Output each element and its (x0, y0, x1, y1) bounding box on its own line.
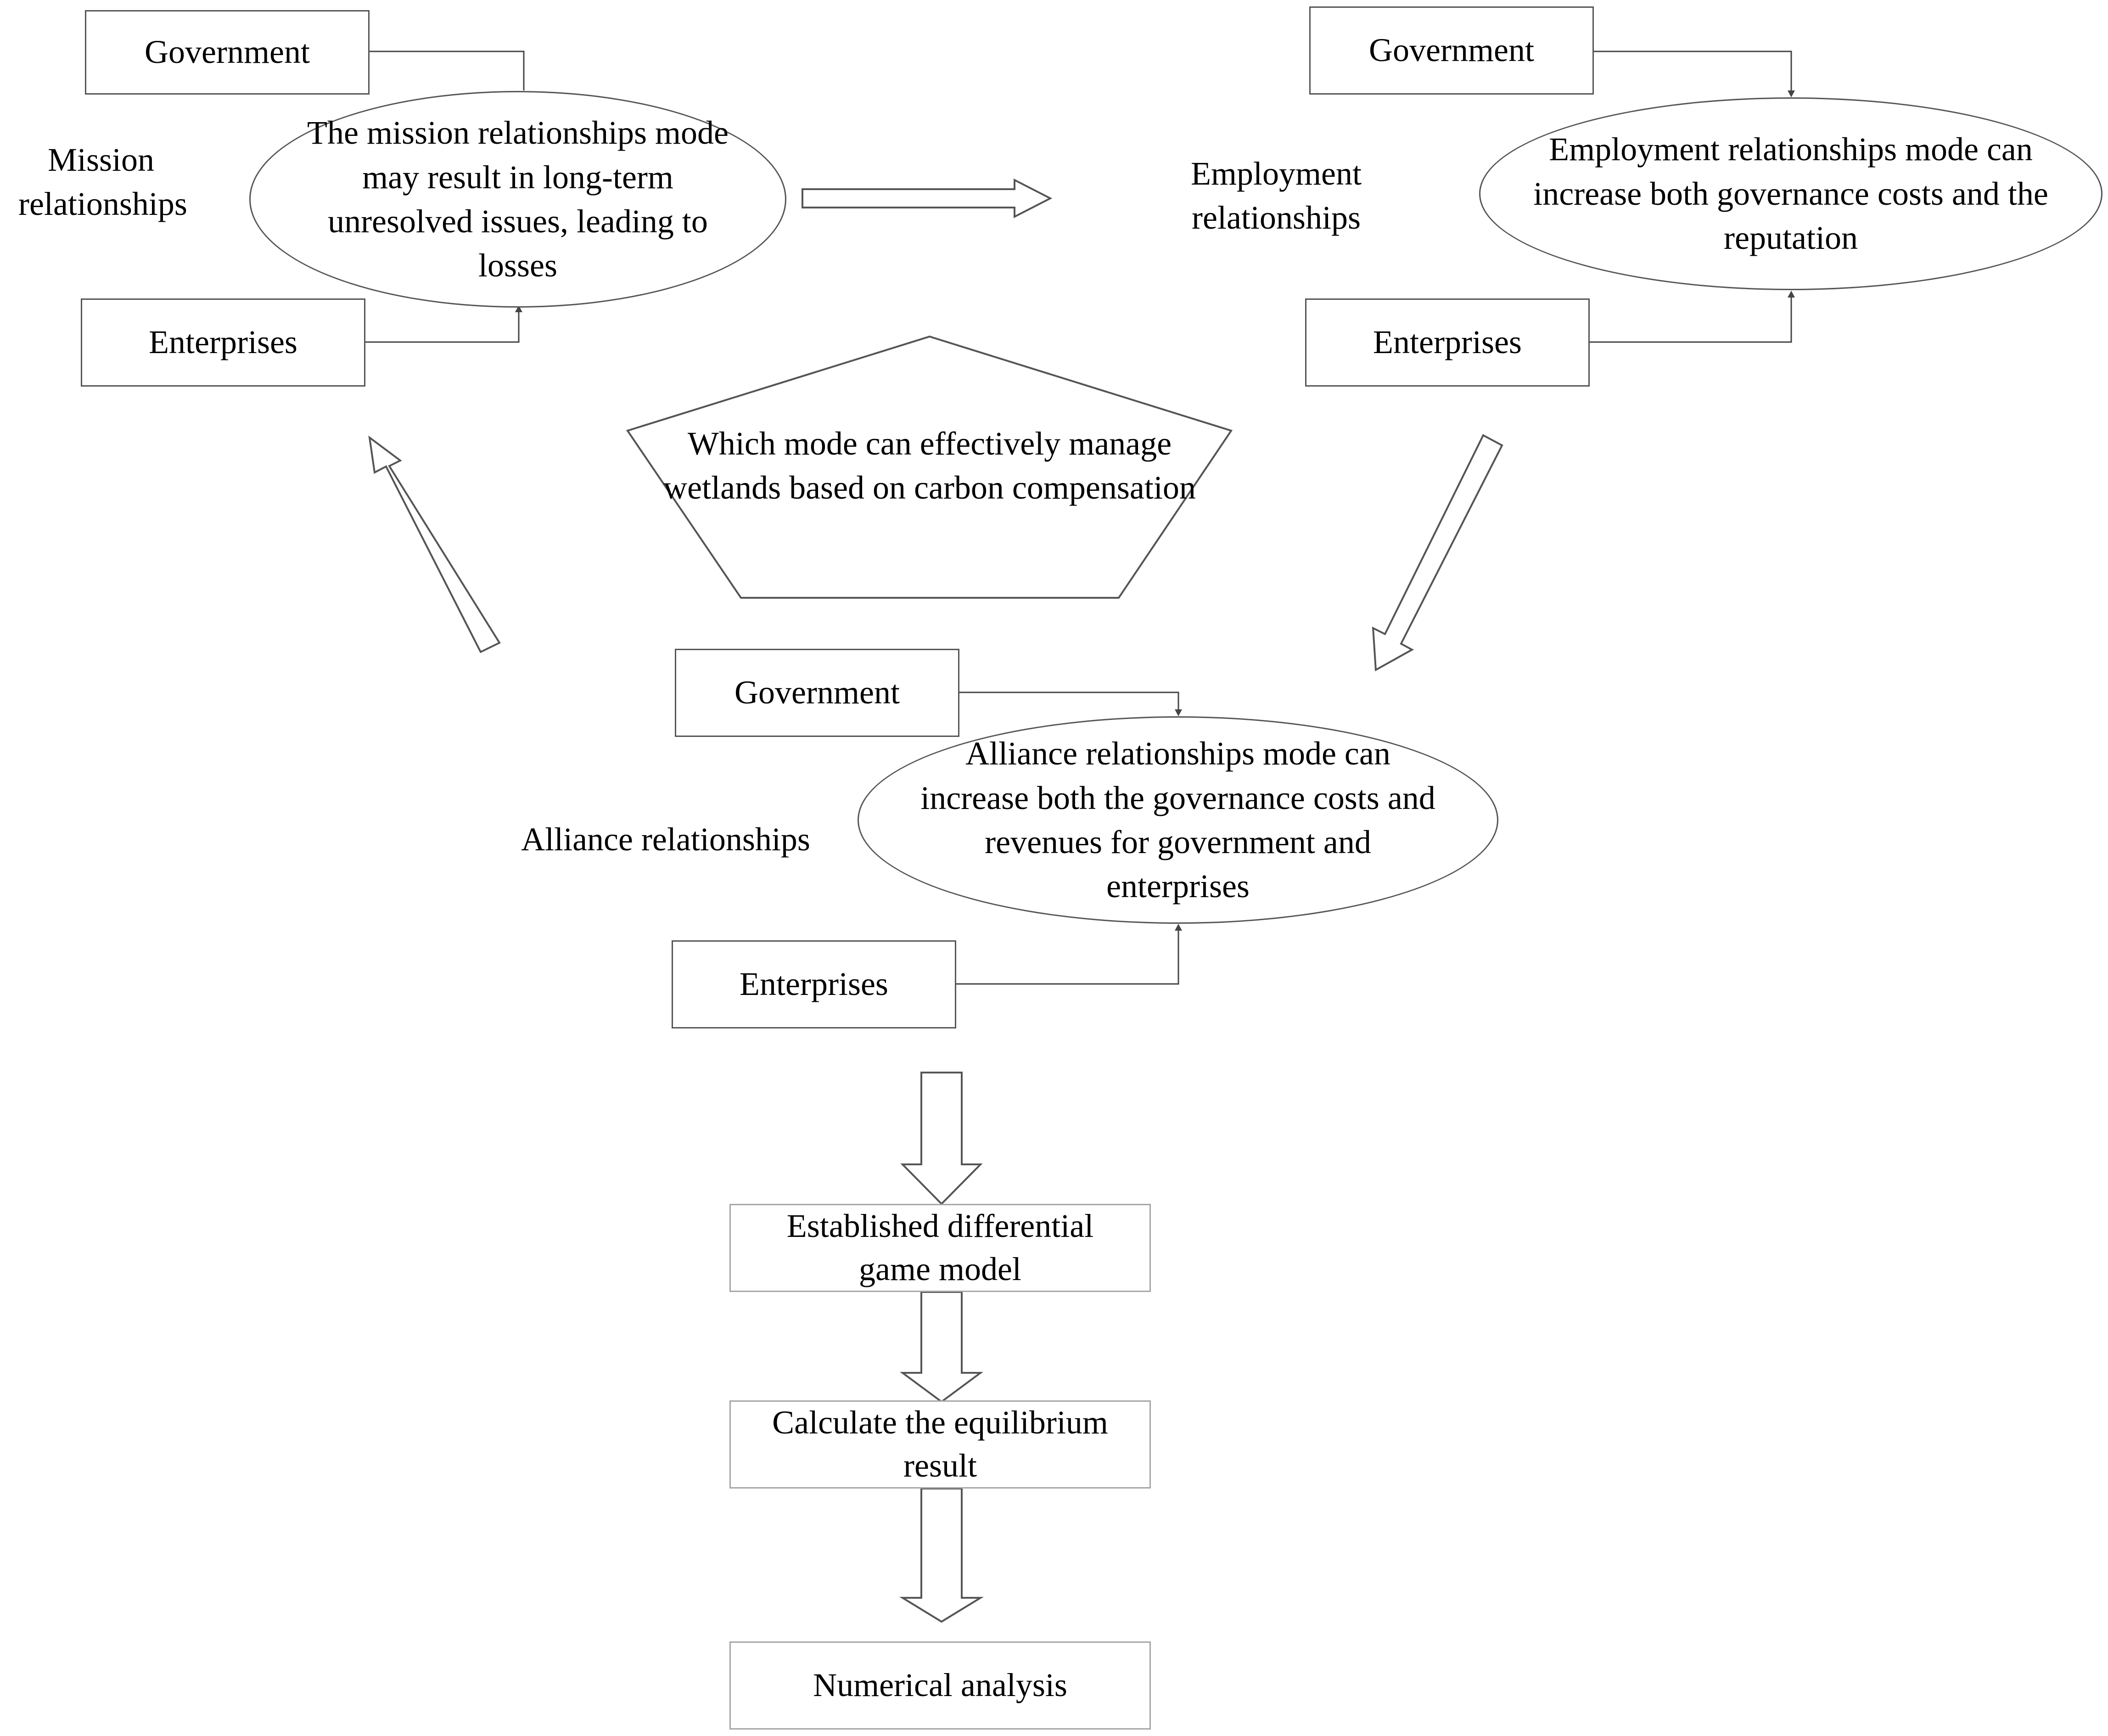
arrow-mission-to-employment (802, 178, 1053, 219)
alliance-government-connector (959, 691, 1179, 713)
employment-enterprises-label: Enterprises (1373, 324, 1522, 361)
employment-government-label: Government (1369, 32, 1534, 69)
mission-enterprises-label: Enterprises (149, 324, 297, 361)
mission-enterprises-arrowhead (515, 305, 522, 312)
mission-ellipse-text: The mission relationships mode may resul… (307, 114, 729, 284)
step-established-model-label: Established differential game model (786, 1208, 1094, 1287)
alliance-enterprises-box: Enterprises (672, 940, 956, 1028)
arrow-alliance-to-mission (368, 435, 501, 653)
center-question-text: Which mode can effectively manage wetlan… (663, 425, 1196, 506)
employment-ellipse-text: Employment relationships mode can increa… (1533, 131, 2048, 257)
step-calculate-equilibrium-box: Calculate the equilibrium result (729, 1400, 1151, 1489)
mission-ellipse: The mission relationships mode may resul… (249, 91, 786, 308)
arrow-employment-to-alliance (1372, 434, 1503, 672)
step-calculate-equilibrium-label: Calculate the equilibrium result (772, 1404, 1108, 1484)
alliance-enterprises-label: Enterprises (740, 966, 888, 1003)
employment-ellipse: Employment relationships mode can increa… (1479, 97, 2102, 290)
step-established-model-box: Established differential game model (729, 1204, 1151, 1292)
alliance-relationships-label: Alliance relationships (521, 821, 810, 858)
mission-enterprises-box: Enterprises (81, 298, 365, 387)
alliance-government-label: Government (734, 674, 900, 711)
mission-government-label: Government (145, 34, 310, 71)
arrow-step2-to-step3 (899, 1488, 984, 1623)
alliance-ellipse-text: Alliance relationships mode can increase… (920, 735, 1435, 905)
alliance-enterprises-connector (955, 927, 1179, 985)
employment-enterprises-box: Enterprises (1305, 298, 1590, 387)
employment-relationships-label: Employment relationships (1191, 155, 1362, 236)
employment-government-box: Government (1309, 6, 1594, 95)
arrow-step1-to-step2 (899, 1291, 984, 1403)
center-pentagon (626, 335, 1233, 599)
alliance-enterprises-arrowhead (1175, 924, 1182, 931)
employment-enterprises-connector (1588, 294, 1792, 343)
mission-government-box: Government (85, 10, 370, 95)
alliance-ellipse: Alliance relationships mode can increase… (858, 716, 1498, 924)
alliance-government-box: Government (675, 649, 959, 737)
employment-government-arrowhead (1788, 90, 1795, 97)
arrow-alliance-to-step1 (900, 1072, 983, 1205)
employment-government-connector (1593, 51, 1792, 94)
step-numerical-analysis-label: Numerical analysis (813, 1667, 1067, 1704)
mission-government-connector (370, 51, 525, 90)
step-numerical-analysis-box: Numerical analysis (729, 1641, 1151, 1730)
alliance-government-arrowhead (1175, 709, 1182, 716)
mission-enterprises-connector (365, 308, 520, 343)
employment-enterprises-arrowhead (1788, 291, 1795, 298)
mission-relationships-label: Mission relationships (18, 141, 187, 223)
